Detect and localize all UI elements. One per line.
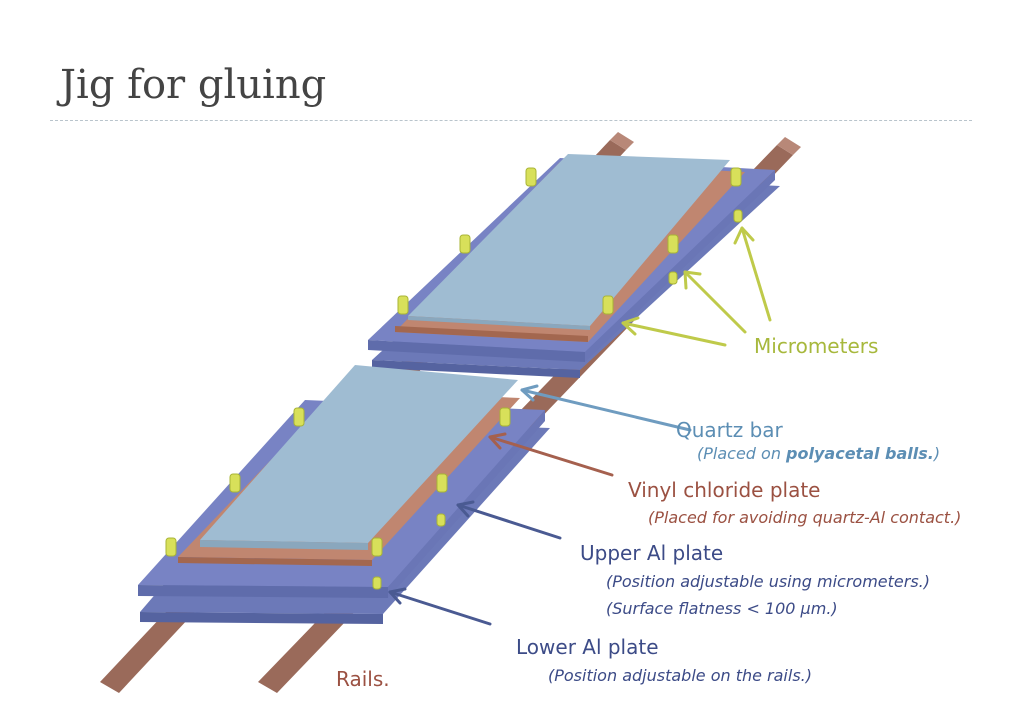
micrometer-icon [459,234,471,254]
rail-left-top [610,132,634,150]
arrow-quartz [520,388,692,432]
rail-right-top [777,137,801,155]
back-upper-al-plate-edge [585,170,775,362]
quartz-bar-note: (Placed on polyacetal balls.) [697,444,940,463]
back-quartz-bar-side [408,316,590,330]
arrow-lower-al [388,590,492,626]
micrometer-icon [229,473,241,493]
arrowhead [621,316,640,336]
arrow-vinyl [488,435,614,477]
title-divider [50,120,972,121]
micrometer-icon [730,167,742,187]
arrowhead [733,226,755,245]
front-quartz-bar [200,365,518,543]
micrometer-icon [525,167,537,187]
micrometer-icon [667,234,679,254]
quartz-note-bold: polyacetal balls. [786,444,934,463]
back-lower-al-plate-side [372,360,580,378]
micrometers-label: Micrometers [754,334,879,358]
vinyl-arrow [488,432,614,477]
annotation-arrows [388,226,772,626]
quartz-note-suffix: ) [933,444,941,463]
front-upper-al-plate-side [138,585,388,598]
micrometer-icon [499,407,511,427]
rails-label: Rails. [336,667,390,691]
arrow-upper-al [456,503,562,540]
upper-al-plate-note-1: (Position adjustable using micrometers.) [606,572,930,591]
micrometer-icon [371,537,383,557]
micrometer-icon [372,576,382,590]
upper-al-plate-label: Upper Al plate [580,541,724,565]
micrometer-icon [668,271,678,285]
front-quartz-bar-side [200,540,368,550]
arrow-micrometer-1 [740,226,772,322]
arrow-micrometer-2 [683,270,747,334]
arrowhead [456,500,475,518]
quartz-bar-label: Quartz bar [676,418,783,442]
front-assembly [138,365,550,624]
micrometer-icon [602,295,614,315]
quartz-note-prefix: (Placed on [697,444,787,463]
arrowhead [388,587,407,605]
quartz-arrow [520,384,692,432]
micrometer-icon [436,513,446,527]
vinyl-plate-label: Vinyl chloride plate [628,478,821,502]
lower-al-plate-label: Lower Al plate [516,635,659,659]
arrowhead [488,432,507,450]
arrowhead [520,384,539,402]
micrometer-icon [397,295,409,315]
back-upper-al-plate-side [368,340,585,362]
micrometer-icon [165,537,177,557]
front-vinyl-plate-side [178,557,372,566]
vinyl-plate-note: (Placed for avoiding quartz-Al contact.) [648,508,962,527]
micrometer-icon [293,407,305,427]
arrowhead [683,270,702,290]
back-quartz-bar [408,154,730,326]
micrometer-icon [436,473,448,493]
front-lower-al-plate-side [140,612,383,624]
back-assembly [368,154,780,378]
back-vinyl-plate-side [395,326,588,342]
micrometer-arrows [621,226,772,347]
lower-al-plate-note: (Position adjustable on the rails.) [548,666,812,685]
al-arrows [388,500,562,626]
micrometer-icon [733,209,743,223]
arrow-micrometer-3 [621,321,727,347]
slide-title: Jig for gluing [60,62,327,108]
upper-al-plate-note-2: (Surface flatness < 100 μm.) [606,599,838,618]
